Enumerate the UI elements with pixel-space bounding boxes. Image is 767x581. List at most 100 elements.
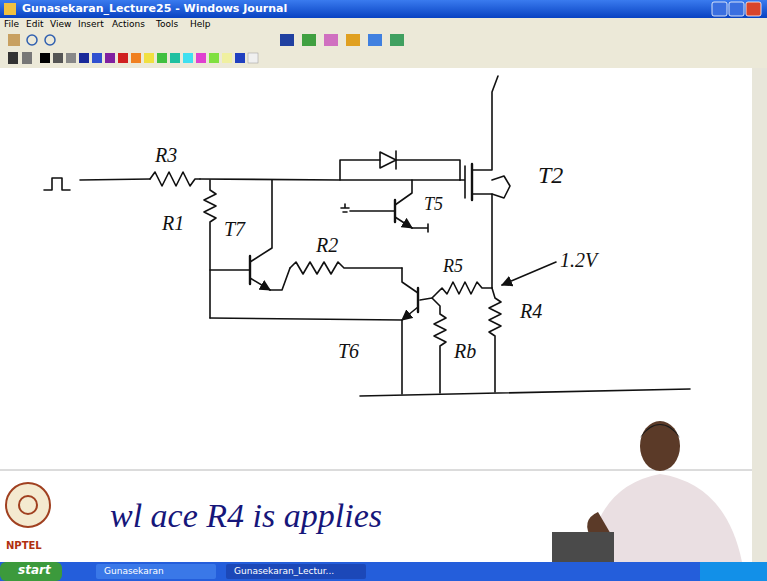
pulse-symbol (44, 178, 70, 190)
wire (472, 194, 492, 288)
menu-bar (0, 18, 767, 30)
component-label: T5 (424, 194, 443, 215)
mosfet-gate (460, 166, 465, 198)
swatch (222, 53, 232, 63)
presenter-figure (552, 421, 742, 562)
wire (210, 269, 250, 271)
swatch (92, 53, 102, 63)
logo-circle (6, 483, 50, 527)
swatch (79, 53, 89, 63)
toolbar (0, 30, 767, 68)
task-label: Gunasekaran (104, 566, 164, 576)
component-label: R1 (162, 212, 184, 235)
journal-page (0, 68, 752, 562)
resistor-symbol (420, 282, 492, 300)
maximize-button (729, 2, 744, 16)
lasso-icon (346, 34, 360, 46)
wire (350, 210, 395, 212)
italic-button (22, 52, 32, 64)
swatch (183, 53, 193, 63)
mosfet-body (492, 176, 510, 198)
resistor-symbol (290, 262, 402, 274)
toolbar-icons (8, 34, 404, 46)
resistor-symbol (432, 298, 446, 393)
nptel-logo (6, 483, 50, 527)
insert-icon (368, 34, 382, 46)
resistor-symbol (150, 172, 200, 186)
ground-rail (360, 389, 690, 396)
ground-symbol (341, 204, 349, 212)
app-icon (4, 3, 16, 15)
flag-icon (390, 34, 404, 46)
menu-item: Insert (78, 19, 104, 29)
component-label: R3 (155, 144, 177, 167)
hand-icon (8, 34, 20, 46)
transistor-emitter (402, 307, 418, 320)
transistor-symbol (394, 200, 396, 222)
component-label: R5 (443, 256, 463, 277)
start-button (0, 562, 62, 581)
scrollbar (752, 68, 767, 562)
zoom-icon (45, 35, 55, 45)
wire (412, 224, 428, 232)
minimize-button (712, 2, 727, 16)
menu-item: File (4, 19, 19, 29)
taskbar (0, 562, 767, 581)
voltage-pointer (502, 262, 556, 285)
color-swatches (8, 52, 258, 64)
page-rule (0, 470, 752, 471)
swatch (157, 53, 167, 63)
wire (210, 318, 402, 394)
wire (270, 268, 290, 290)
component-label: Rb (454, 340, 476, 363)
swatch (40, 53, 50, 63)
zoom-icon (27, 35, 37, 45)
swatch (196, 53, 206, 63)
wire (396, 160, 460, 180)
swatch (66, 53, 76, 63)
wire (250, 180, 272, 262)
component-label: T7 (224, 218, 245, 241)
title-bar (0, 0, 767, 18)
swatch (131, 53, 141, 63)
logo-circle (19, 496, 37, 514)
handwritten-note: wl ace R4 is applies (110, 496, 382, 535)
menu-item: Actions (112, 19, 145, 29)
task-label: Gunasekaran_Lectur... (234, 566, 334, 576)
component-label: R4 (520, 300, 542, 323)
presenter-hair (640, 424, 680, 438)
transistor-emitter (395, 217, 412, 228)
menu-item: Help (190, 19, 211, 29)
wire (340, 160, 380, 180)
transistor-emitter (250, 278, 270, 290)
menu-item: View (50, 19, 71, 29)
voltage-label: 1.2V (560, 249, 597, 272)
menu-item: Tools (156, 19, 178, 29)
component-label: R2 (316, 234, 338, 257)
start-label: start (18, 564, 51, 578)
component-label: T2 (538, 162, 563, 190)
swatch (170, 53, 180, 63)
wire (80, 179, 150, 180)
circuit-drawing (44, 76, 690, 396)
pen-icon (280, 34, 294, 46)
swatch (235, 53, 245, 63)
eraser-icon (324, 34, 338, 46)
close-button (746, 2, 761, 16)
resistor-symbol (489, 288, 501, 392)
swatch (105, 53, 115, 63)
laptop (552, 532, 614, 562)
swatch (248, 53, 258, 63)
wire (395, 180, 412, 205)
presenter-head (640, 421, 680, 471)
component-label: T6 (338, 340, 359, 363)
wire (402, 268, 418, 293)
wire (200, 179, 460, 180)
diode-symbol (380, 152, 396, 168)
swatch (209, 53, 219, 63)
swatch (118, 53, 128, 63)
wire (472, 76, 498, 170)
swatch (144, 53, 154, 63)
task-button (226, 564, 366, 579)
